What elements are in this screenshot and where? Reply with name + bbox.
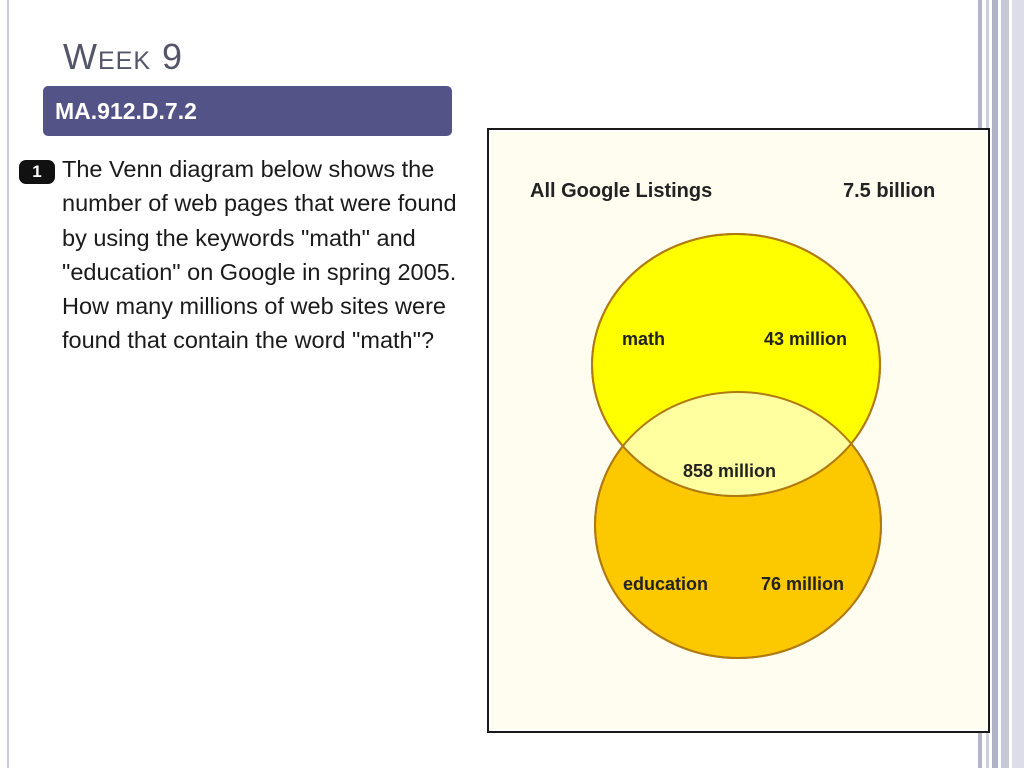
venn-outline-education xyxy=(594,391,882,659)
decorative-stripe xyxy=(1001,0,1009,768)
decorative-stripe xyxy=(992,0,998,768)
education-value: 76 million xyxy=(761,574,844,594)
venn-diagram-background: All Google Listings 7.5 billion math 43 … xyxy=(491,132,986,729)
subtitle-text: MA.912.D.7.2 xyxy=(55,97,197,124)
intersection-value: 858 million xyxy=(683,461,776,481)
subtitle-bar: MA.912.D.7.2 xyxy=(43,86,452,136)
venn-outline-math xyxy=(591,233,881,497)
decorative-stripe xyxy=(1012,0,1024,768)
venn-diagram: All Google Listings 7.5 billion math 43 … xyxy=(530,180,935,659)
bullet-number-badge: 1 xyxy=(19,160,55,184)
slide-title: Week 9 xyxy=(63,36,184,77)
math-label: math xyxy=(622,329,665,349)
math-value: 43 million xyxy=(764,329,847,349)
venn-intersection xyxy=(595,392,880,496)
venn-diagram-frame: All Google Listings 7.5 billion math 43 … xyxy=(487,128,990,733)
universe-label: All Google Listings xyxy=(530,180,712,202)
education-label: education xyxy=(623,574,708,594)
question-text: The Venn diagram below shows the number … xyxy=(62,156,457,354)
universe-value: 7.5 billion xyxy=(843,180,935,202)
left-border-rule xyxy=(7,0,9,768)
